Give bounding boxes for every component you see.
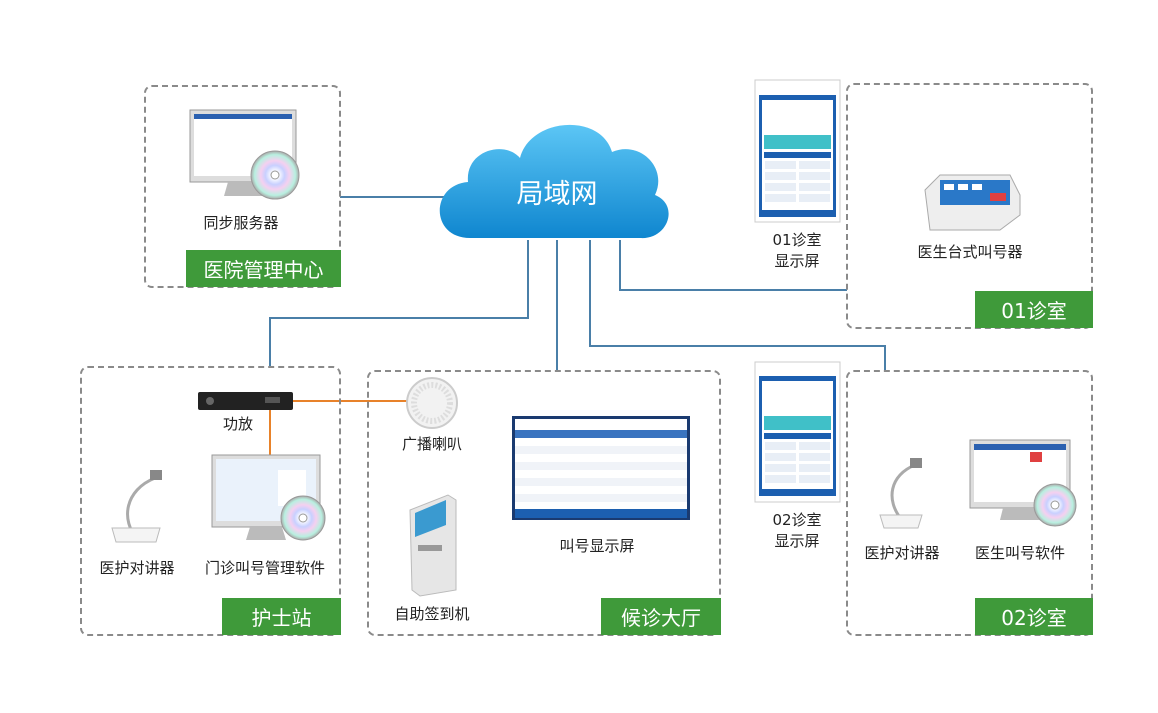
zone-management-label: 医院管理中心 — [186, 250, 341, 287]
zone-room02 — [846, 370, 1093, 636]
amplifier-icon — [198, 392, 293, 410]
doctor-software-label: 医生叫号软件 — [974, 544, 1066, 562]
speaker-icon — [406, 377, 458, 429]
room01-display-label-line2: 显示屏 — [774, 252, 820, 270]
doctor-software-monitor-icon — [969, 439, 1077, 527]
kiosk-label: 自助签到机 — [394, 605, 470, 623]
zone-nurse-station-label: 护士站 — [222, 598, 341, 635]
intercom-microphone-icon — [111, 470, 162, 543]
management-software-label: 门诊叫号管理软件 — [204, 559, 326, 577]
room01-display-label: 01诊室显示屏 — [772, 230, 821, 272]
room02-display-icon — [754, 361, 841, 503]
zone-room02-label: 02诊室 — [975, 598, 1093, 635]
network-label: 局域网 — [516, 179, 598, 210]
zone-room01-label: 01诊室 — [975, 291, 1093, 328]
server-monitor-icon — [189, 109, 300, 200]
room01-display-label-line1: 01诊室 — [772, 231, 822, 249]
desk-caller-label: 医生台式叫号器 — [917, 243, 1023, 261]
amplifier-label: 功放 — [222, 415, 254, 433]
room02-intercom-label: 医护对讲器 — [864, 544, 940, 562]
room02-intercom-microphone-icon — [879, 458, 923, 529]
call-display-label: 叫号显示屏 — [559, 537, 635, 555]
call-display-icon — [512, 416, 690, 520]
server-label: 同步服务器 — [203, 214, 279, 232]
room01-display-icon — [754, 79, 841, 223]
zone-waiting-hall — [367, 370, 721, 636]
intercom-label: 医护对讲器 — [99, 559, 175, 577]
kiosk-icon — [409, 494, 457, 597]
zone-room01 — [846, 83, 1093, 329]
speaker-label: 广播喇叭 — [401, 435, 463, 453]
zone-management — [144, 85, 341, 288]
network-lines — [269, 196, 886, 370]
zone-waiting-hall-label: 候诊大厅 — [601, 598, 721, 635]
cloud-icon — [439, 124, 669, 239]
room02-display-label: 02诊室显示屏 — [772, 510, 821, 552]
audio-lines — [269, 400, 408, 456]
room02-display-label-line1: 02诊室 — [772, 511, 822, 529]
management-software-monitor-icon — [211, 454, 326, 541]
desk-caller-icon — [924, 174, 1021, 231]
zone-nurse-station — [80, 366, 341, 636]
room02-display-label-line2: 显示屏 — [774, 532, 820, 550]
